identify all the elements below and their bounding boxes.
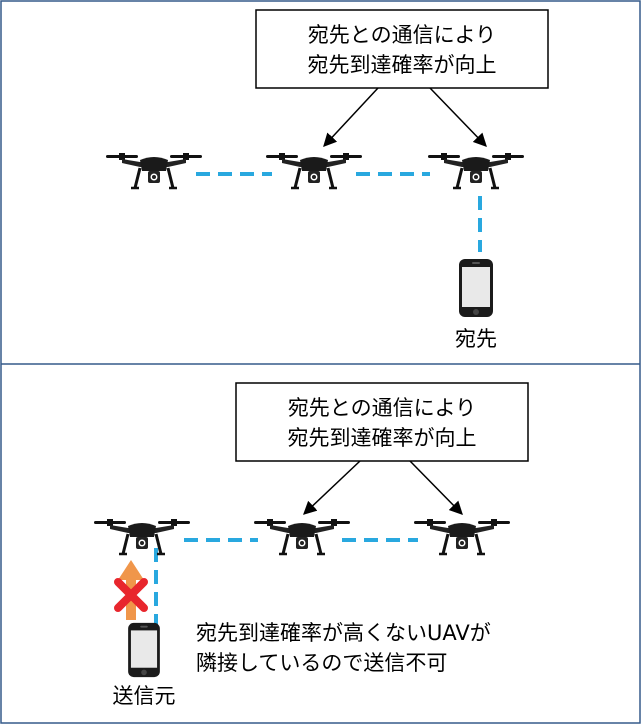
drone-icon (264, 151, 364, 190)
bottom-callout-box (235, 382, 529, 462)
x-mark-icon (114, 578, 148, 612)
note-line1: 宛先到達確率が高くないUAVが (196, 621, 491, 645)
bottom-callout-line2: 宛先到達確率が向上 (288, 426, 477, 450)
top-callout-line2: 宛先到達確率が向上 (308, 53, 497, 77)
top-panel: 宛先との通信により 宛先到達確率が向上 宛先 (104, 9, 549, 351)
smartphone-icon (128, 622, 160, 678)
note-line2: 隣接しているので送信不可 (196, 651, 447, 675)
destination-label: 宛先 (455, 327, 497, 351)
smartphone-icon (459, 259, 493, 317)
top-callout-box (255, 9, 549, 89)
source-label: 送信元 (113, 684, 176, 708)
bottom-panel: 宛先との通信により 宛先到達確率が向上 送信元 宛先到達確率が高くないUAVが … (92, 382, 529, 708)
top-callout-line1: 宛先との通信により (308, 23, 496, 47)
top-arrow-left (323, 87, 379, 147)
drone-icon (92, 517, 192, 556)
drone-icon (426, 151, 526, 190)
drone-icon (412, 517, 512, 556)
bottom-arrow-right (409, 460, 463, 515)
bottom-callout-line1: 宛先との通信により (288, 396, 476, 420)
top-arrow-right (429, 87, 487, 147)
drone-icon (252, 517, 352, 556)
bottom-arrow-left (303, 460, 361, 515)
drone-icon (104, 151, 204, 190)
